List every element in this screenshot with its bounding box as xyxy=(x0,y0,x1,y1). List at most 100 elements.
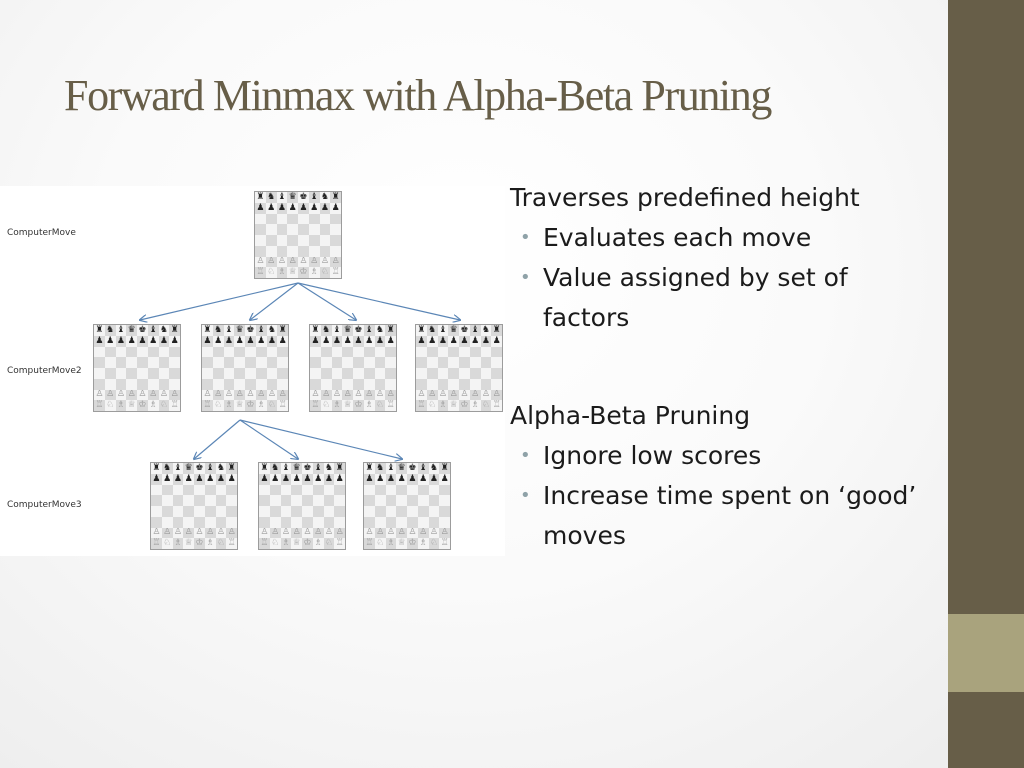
board-square: ♟ xyxy=(319,202,331,214)
board-square xyxy=(363,378,375,390)
board-square: ♙ xyxy=(266,389,278,401)
board-square xyxy=(363,357,375,368)
board-square: ♟ xyxy=(276,202,288,214)
board-square: ♜ xyxy=(202,325,213,336)
board-square xyxy=(407,484,418,496)
board-square: ♖ xyxy=(330,267,341,278)
board-square xyxy=(312,484,324,496)
chessboard-move3-c: ♜♞♝♛♚♝♞♜♟♟♟♟♟♟♟♟♙♙♙♙♙♙♙♙♖♘♗♕♔♗♘♖ xyxy=(363,462,451,550)
board-square: ♔ xyxy=(353,400,364,411)
board-square: ♙ xyxy=(428,527,440,539)
board-square xyxy=(223,357,235,368)
board-square xyxy=(276,213,288,225)
board-square: ♙ xyxy=(223,389,235,401)
board-square: ♜ xyxy=(277,325,288,336)
board-square: ♟ xyxy=(480,335,492,347)
board-square xyxy=(428,495,440,506)
board-square: ♟ xyxy=(469,335,481,347)
board-square xyxy=(94,357,105,368)
board-square xyxy=(266,357,278,368)
board-square: ♙ xyxy=(374,527,386,539)
board-square: ♕ xyxy=(126,400,137,411)
board-square: ♙ xyxy=(416,389,427,401)
board-square: ♟ xyxy=(158,335,170,347)
board-square xyxy=(439,495,450,506)
board-square xyxy=(255,368,267,379)
board-square xyxy=(234,346,245,358)
board-square: ♚ xyxy=(459,325,470,336)
board-square xyxy=(459,357,470,368)
board-square: ♙ xyxy=(204,527,216,539)
board-square: ♖ xyxy=(364,538,375,549)
board-square xyxy=(437,346,449,358)
bullet-item: Value assigned by set of factors xyxy=(510,258,930,338)
board-square: ♙ xyxy=(407,527,418,539)
board-square: ♙ xyxy=(94,389,105,401)
bullet-heading-2: Alpha-Beta Pruning xyxy=(510,401,751,430)
board-square xyxy=(320,368,332,379)
board-square xyxy=(374,378,386,390)
board-square xyxy=(226,506,237,517)
board-square: ♚ xyxy=(298,192,309,203)
board-square xyxy=(364,484,375,496)
board-square: ♙ xyxy=(491,389,502,401)
board-square xyxy=(363,368,375,379)
board-square xyxy=(172,495,184,506)
board-square xyxy=(287,245,298,257)
board-square: ♙ xyxy=(459,389,470,401)
board-square: ♜ xyxy=(334,463,345,474)
board-square: ♝ xyxy=(276,192,288,203)
board-square: ♙ xyxy=(353,389,364,401)
board-square xyxy=(302,516,313,528)
board-square xyxy=(269,495,281,506)
board-square: ♟ xyxy=(245,335,256,347)
board-square: ♗ xyxy=(172,538,184,549)
board-square xyxy=(385,484,397,496)
board-square xyxy=(287,235,298,246)
board-square: ♟ xyxy=(255,202,266,214)
board-square xyxy=(204,506,216,517)
board-square: ♟ xyxy=(269,473,281,485)
board-square xyxy=(291,495,302,506)
board-square xyxy=(353,357,364,368)
board-square xyxy=(215,516,227,528)
board-square xyxy=(310,378,321,390)
board-square xyxy=(137,378,148,390)
chessboard-root: ♜♞♝♛♚♝♞♜♟♟♟♟♟♟♟♟♙♙♙♙♙♙♙♙♖♘♗♕♔♗♘♖ xyxy=(254,191,342,279)
edge-child2-grand1 xyxy=(194,419,241,459)
board-square: ♕ xyxy=(342,400,353,411)
board-square: ♜ xyxy=(385,325,396,336)
board-square xyxy=(259,516,270,528)
board-square xyxy=(428,484,440,496)
board-square: ♟ xyxy=(298,202,309,214)
board-square xyxy=(94,346,105,358)
chessboard-move2-a: ♜♞♝♛♚♝♞♜♟♟♟♟♟♟♟♟♙♙♙♙♙♙♙♙♖♘♗♕♔♗♘♖ xyxy=(93,324,181,412)
board-square: ♟ xyxy=(374,473,386,485)
board-square xyxy=(255,235,266,246)
board-square xyxy=(255,346,267,358)
board-square xyxy=(320,378,332,390)
board-square: ♞ xyxy=(426,325,438,336)
board-square xyxy=(310,357,321,368)
board-square xyxy=(277,368,288,379)
board-square xyxy=(374,368,386,379)
board-square: ♗ xyxy=(308,267,320,278)
board-square xyxy=(223,368,235,379)
board-square: ♙ xyxy=(115,389,127,401)
board-square: ♜ xyxy=(259,463,270,474)
board-square: ♗ xyxy=(312,538,324,549)
edge-child2-grand2 xyxy=(239,419,298,459)
board-square xyxy=(374,346,386,358)
board-square xyxy=(255,245,266,257)
board-square: ♗ xyxy=(417,538,429,549)
board-square: ♖ xyxy=(385,400,396,411)
board-square xyxy=(226,484,237,496)
board-square: ♘ xyxy=(215,538,227,549)
board-square xyxy=(459,368,470,379)
board-square xyxy=(183,495,194,506)
board-square xyxy=(385,368,396,379)
board-square: ♙ xyxy=(480,389,492,401)
board-square: ♔ xyxy=(137,400,148,411)
board-square: ♗ xyxy=(276,267,288,278)
board-square xyxy=(308,245,320,257)
